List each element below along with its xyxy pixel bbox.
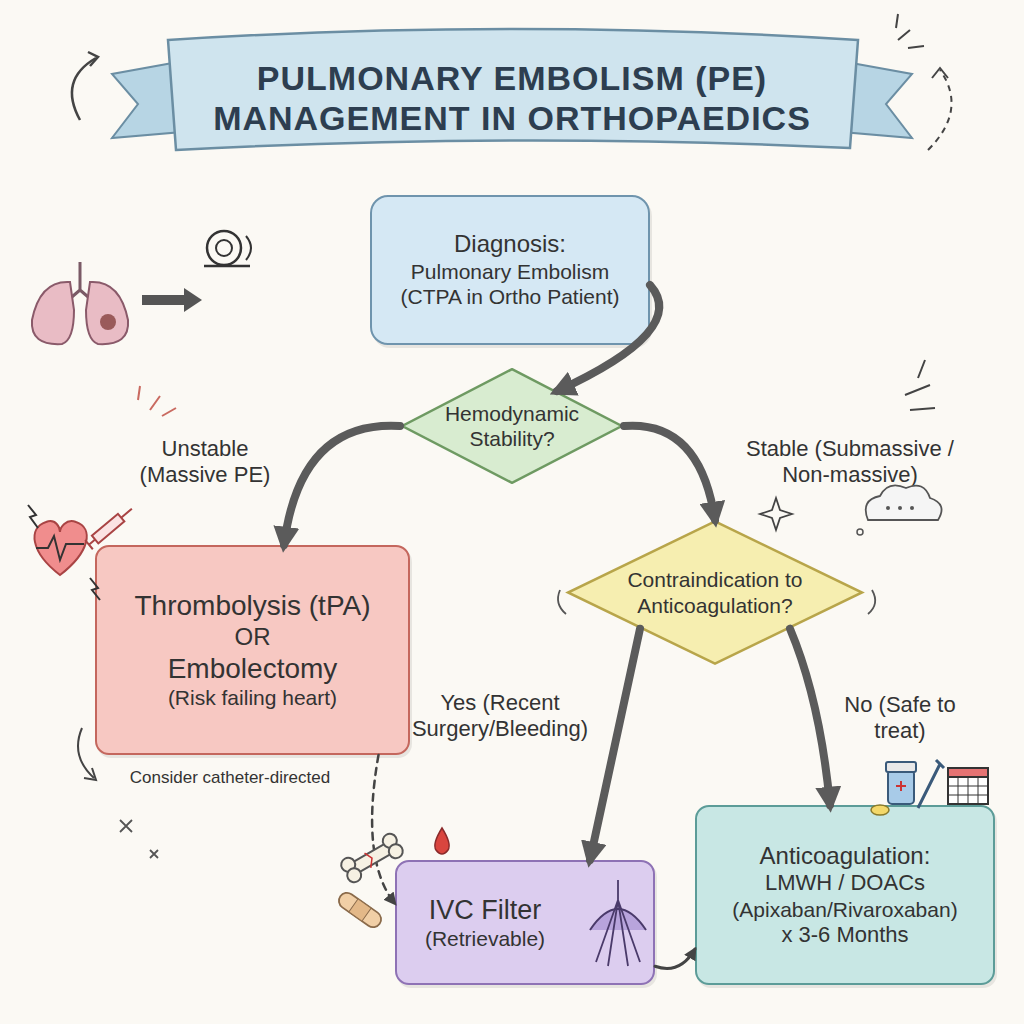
deco-strokes [868, 590, 875, 614]
bandage-icon [336, 890, 384, 931]
node-text: LMWH / DOACs [765, 870, 925, 896]
node-text: Embolectomy [168, 652, 338, 686]
diamond-outline [565, 520, 865, 665]
deco-arrow [78, 728, 94, 778]
node-text: Diagnosis: [454, 230, 566, 259]
node-text: (Retrievable) [425, 926, 545, 951]
diamond-shape [402, 369, 622, 483]
flow-arrow [624, 426, 715, 520]
node-content: Anticoagulation:LMWH / DOACs(Apixaban/Ri… [732, 842, 957, 949]
deco-arrow [184, 288, 202, 312]
ct-scanner-icon [204, 231, 251, 266]
diamond-outline [400, 368, 624, 484]
node-text: (Apixaban/Rivaroxaban) [732, 897, 957, 922]
deco-strokes [138, 386, 176, 416]
ribbon-band [168, 29, 858, 150]
deco-arrow [932, 68, 948, 78]
sparkle [760, 498, 792, 530]
diamond-shape [568, 521, 862, 663]
node-text: Anticoagulation: [760, 842, 931, 871]
deco-arrow [142, 295, 186, 305]
lungs-icon [32, 262, 128, 344]
heart-icon [28, 505, 100, 600]
deco-strokes [120, 820, 158, 858]
node-text: Pulmonary Embolism (CTPA in Ortho Patien… [380, 259, 640, 309]
syringe-icon [85, 504, 136, 549]
node-text: Contraindication to Anticoagulation? [615, 567, 815, 617]
ribbon-tail [842, 62, 912, 138]
deco-arrow [928, 70, 952, 150]
blood-drop [435, 828, 449, 854]
deco-strokes [905, 360, 935, 410]
node-content: Thrombolysis (tPA)OREmbolectomy(Risk fai… [135, 589, 371, 710]
flow-arrow [590, 629, 640, 860]
deco-strokes [558, 590, 566, 614]
edge-label: Unstable (Massive PE) [130, 436, 280, 489]
process-box: Anticoagulation:LMWH / DOACs(Apixaban/Ri… [695, 805, 995, 985]
deco-strokes [896, 14, 924, 48]
flow-arrow [655, 949, 695, 968]
node-text: OR [235, 623, 271, 652]
deco-arrow [88, 52, 98, 66]
node-text: IVC Filter [429, 894, 542, 926]
deco-arrow [84, 768, 96, 780]
node-text: x 3-6 Months [781, 922, 908, 948]
node-content: Hemodynamic Stability? [437, 401, 587, 451]
process-box: Diagnosis:Pulmonary Embolism (CTPA in Or… [370, 195, 650, 345]
edge-label: Stable (Submassive / Non-massive) [730, 436, 970, 489]
node-text: Thrombolysis (tPA) [135, 589, 371, 623]
ribbon-tail [112, 62, 182, 138]
node-text: (Risk failing heart) [168, 685, 337, 710]
deco-arrow [72, 58, 96, 120]
edge-label: Consider catheter-directed [100, 768, 360, 788]
process-box: IVC Filter(Retrievable) [395, 860, 655, 985]
flow-arrow [790, 629, 830, 805]
flow-arrow [372, 755, 395, 904]
flow-arrow [284, 426, 400, 545]
node-text: Hemodynamic Stability? [437, 401, 587, 451]
decision-diamond: Contraindication to Anticoagulation? [565, 520, 865, 665]
decision-diamond: Hemodynamic Stability? [400, 368, 624, 484]
process-box: Thrombolysis (tPA)OREmbolectomy(Risk fai… [95, 545, 410, 755]
node-content: Contraindication to Anticoagulation? [615, 567, 815, 617]
node-content: Diagnosis:Pulmonary Embolism (CTPA in Or… [380, 230, 640, 309]
title-text: PULMONARY EMBOLISM (PE) MANAGEMENT IN OR… [180, 58, 844, 138]
edge-label: No (Safe to treat) [820, 692, 980, 745]
edge-label: Yes (Recent Surgery/Bleeding) [390, 690, 610, 743]
node-content: IVC Filter(Retrievable) [425, 894, 545, 952]
thought-cloud [857, 485, 942, 535]
